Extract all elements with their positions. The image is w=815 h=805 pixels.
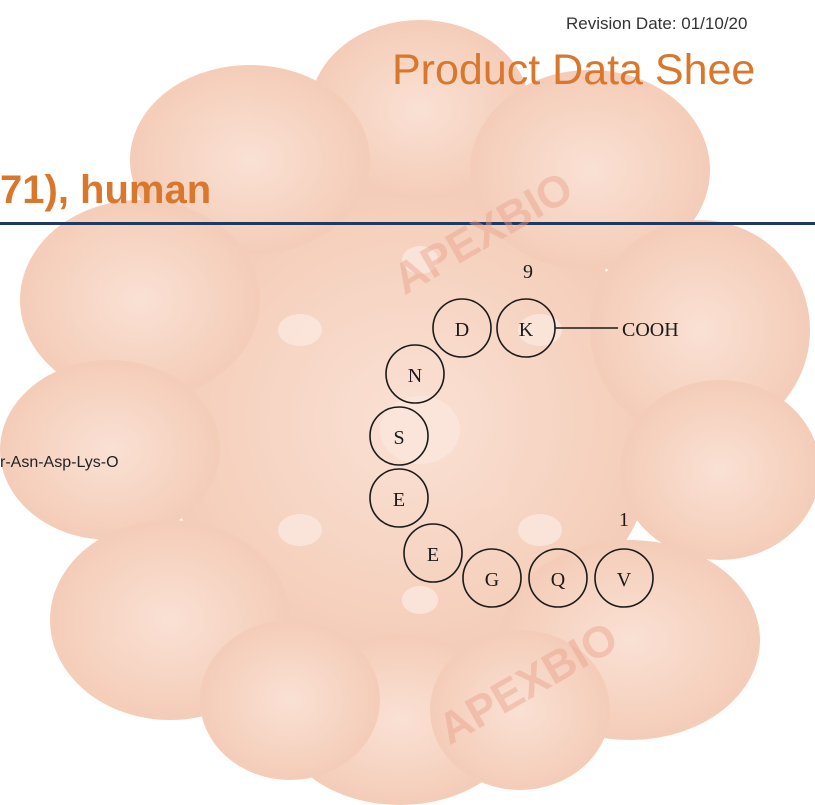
document-type-heading: Product Data Shee — [392, 46, 756, 94]
residue-label: S — [393, 427, 404, 449]
residue-label: E — [393, 489, 405, 511]
product-title: 71), human — [0, 168, 212, 212]
residue-circle — [462, 548, 522, 608]
residue-circle — [385, 344, 445, 404]
residue-label: N — [408, 365, 422, 387]
residue-circle — [528, 548, 588, 608]
sequence-text: r-Asn-Asp-Lys-O — [0, 454, 119, 471]
residue-label: K — [519, 319, 534, 341]
residue-label: G — [485, 569, 499, 591]
residue-circle — [403, 523, 463, 583]
position-label-last: 9 — [523, 261, 533, 283]
position-label-first: 1 — [619, 509, 629, 531]
terminal-label: COOH — [622, 319, 679, 341]
residue-circle — [432, 298, 492, 358]
residue-circle — [369, 468, 429, 528]
title-divider — [0, 222, 815, 225]
revision-date: Revision Date: 01/10/20 — [566, 14, 748, 33]
residue-label: D — [455, 319, 469, 341]
residue-circle — [594, 548, 654, 608]
residue-label: V — [617, 569, 632, 591]
residue-label: Q — [551, 569, 566, 591]
residue-circle — [369, 406, 429, 466]
residue-label: E — [427, 544, 439, 566]
